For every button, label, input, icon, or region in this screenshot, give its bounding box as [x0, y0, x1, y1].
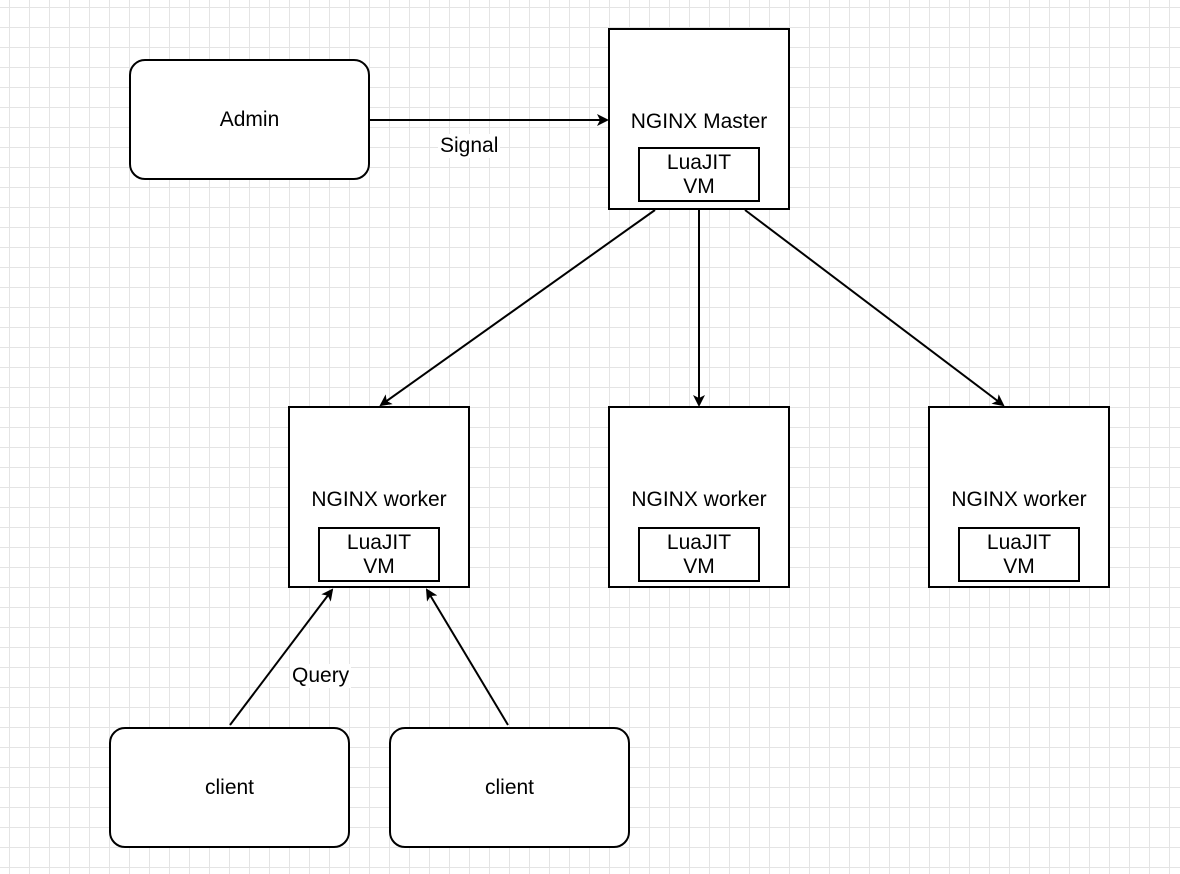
worker-1-vm-line1: LuaJIT: [346, 530, 412, 554]
nginx-master-label: NGINX Master: [630, 110, 768, 133]
client-node-1[interactable]: client: [109, 727, 350, 848]
nginx-worker-node-2[interactable]: NGINX worker LuaJIT VM: [608, 406, 790, 588]
worker-3-vm-line2: VM: [1003, 554, 1035, 578]
nginx-worker-label-1: NGINX worker: [311, 488, 447, 511]
client-label-1: client: [204, 775, 255, 799]
client-label-2: client: [484, 775, 535, 799]
edge-master-to-worker-3: [744, 209, 1005, 407]
worker-2-luajit-vm-box: LuaJIT VM: [638, 527, 760, 582]
query-edge-label: Query: [290, 664, 352, 688]
worker-1-vm-line2: VM: [363, 554, 395, 578]
nginx-worker-label-2: NGINX worker: [631, 488, 767, 511]
nginx-worker-node-3[interactable]: NGINX worker LuaJIT VM: [928, 406, 1110, 588]
master-luajit-vm-box: LuaJIT VM: [638, 147, 760, 202]
admin-node[interactable]: Admin: [129, 59, 370, 180]
worker-3-luajit-vm-box: LuaJIT VM: [958, 527, 1080, 582]
admin-label: Admin: [219, 107, 280, 131]
edge-client-2-to-worker-1: [425, 588, 509, 726]
edge-client-1-to-worker-1: [229, 588, 334, 726]
client-node-2[interactable]: client: [389, 727, 630, 848]
worker-3-vm-line1: LuaJIT: [986, 530, 1052, 554]
signal-edge-label: Signal: [438, 134, 501, 158]
nginx-master-node[interactable]: NGINX Master LuaJIT VM: [608, 28, 790, 210]
master-vm-line2: VM: [683, 174, 715, 198]
worker-1-luajit-vm-box: LuaJIT VM: [318, 527, 440, 582]
nginx-worker-node-1[interactable]: NGINX worker LuaJIT VM: [288, 406, 470, 588]
edge-master-to-worker-1: [379, 209, 656, 407]
nginx-worker-label-3: NGINX worker: [951, 488, 1087, 511]
worker-2-vm-line2: VM: [683, 554, 715, 578]
worker-2-vm-line1: LuaJIT: [666, 530, 732, 554]
master-vm-line1: LuaJIT: [666, 150, 732, 174]
